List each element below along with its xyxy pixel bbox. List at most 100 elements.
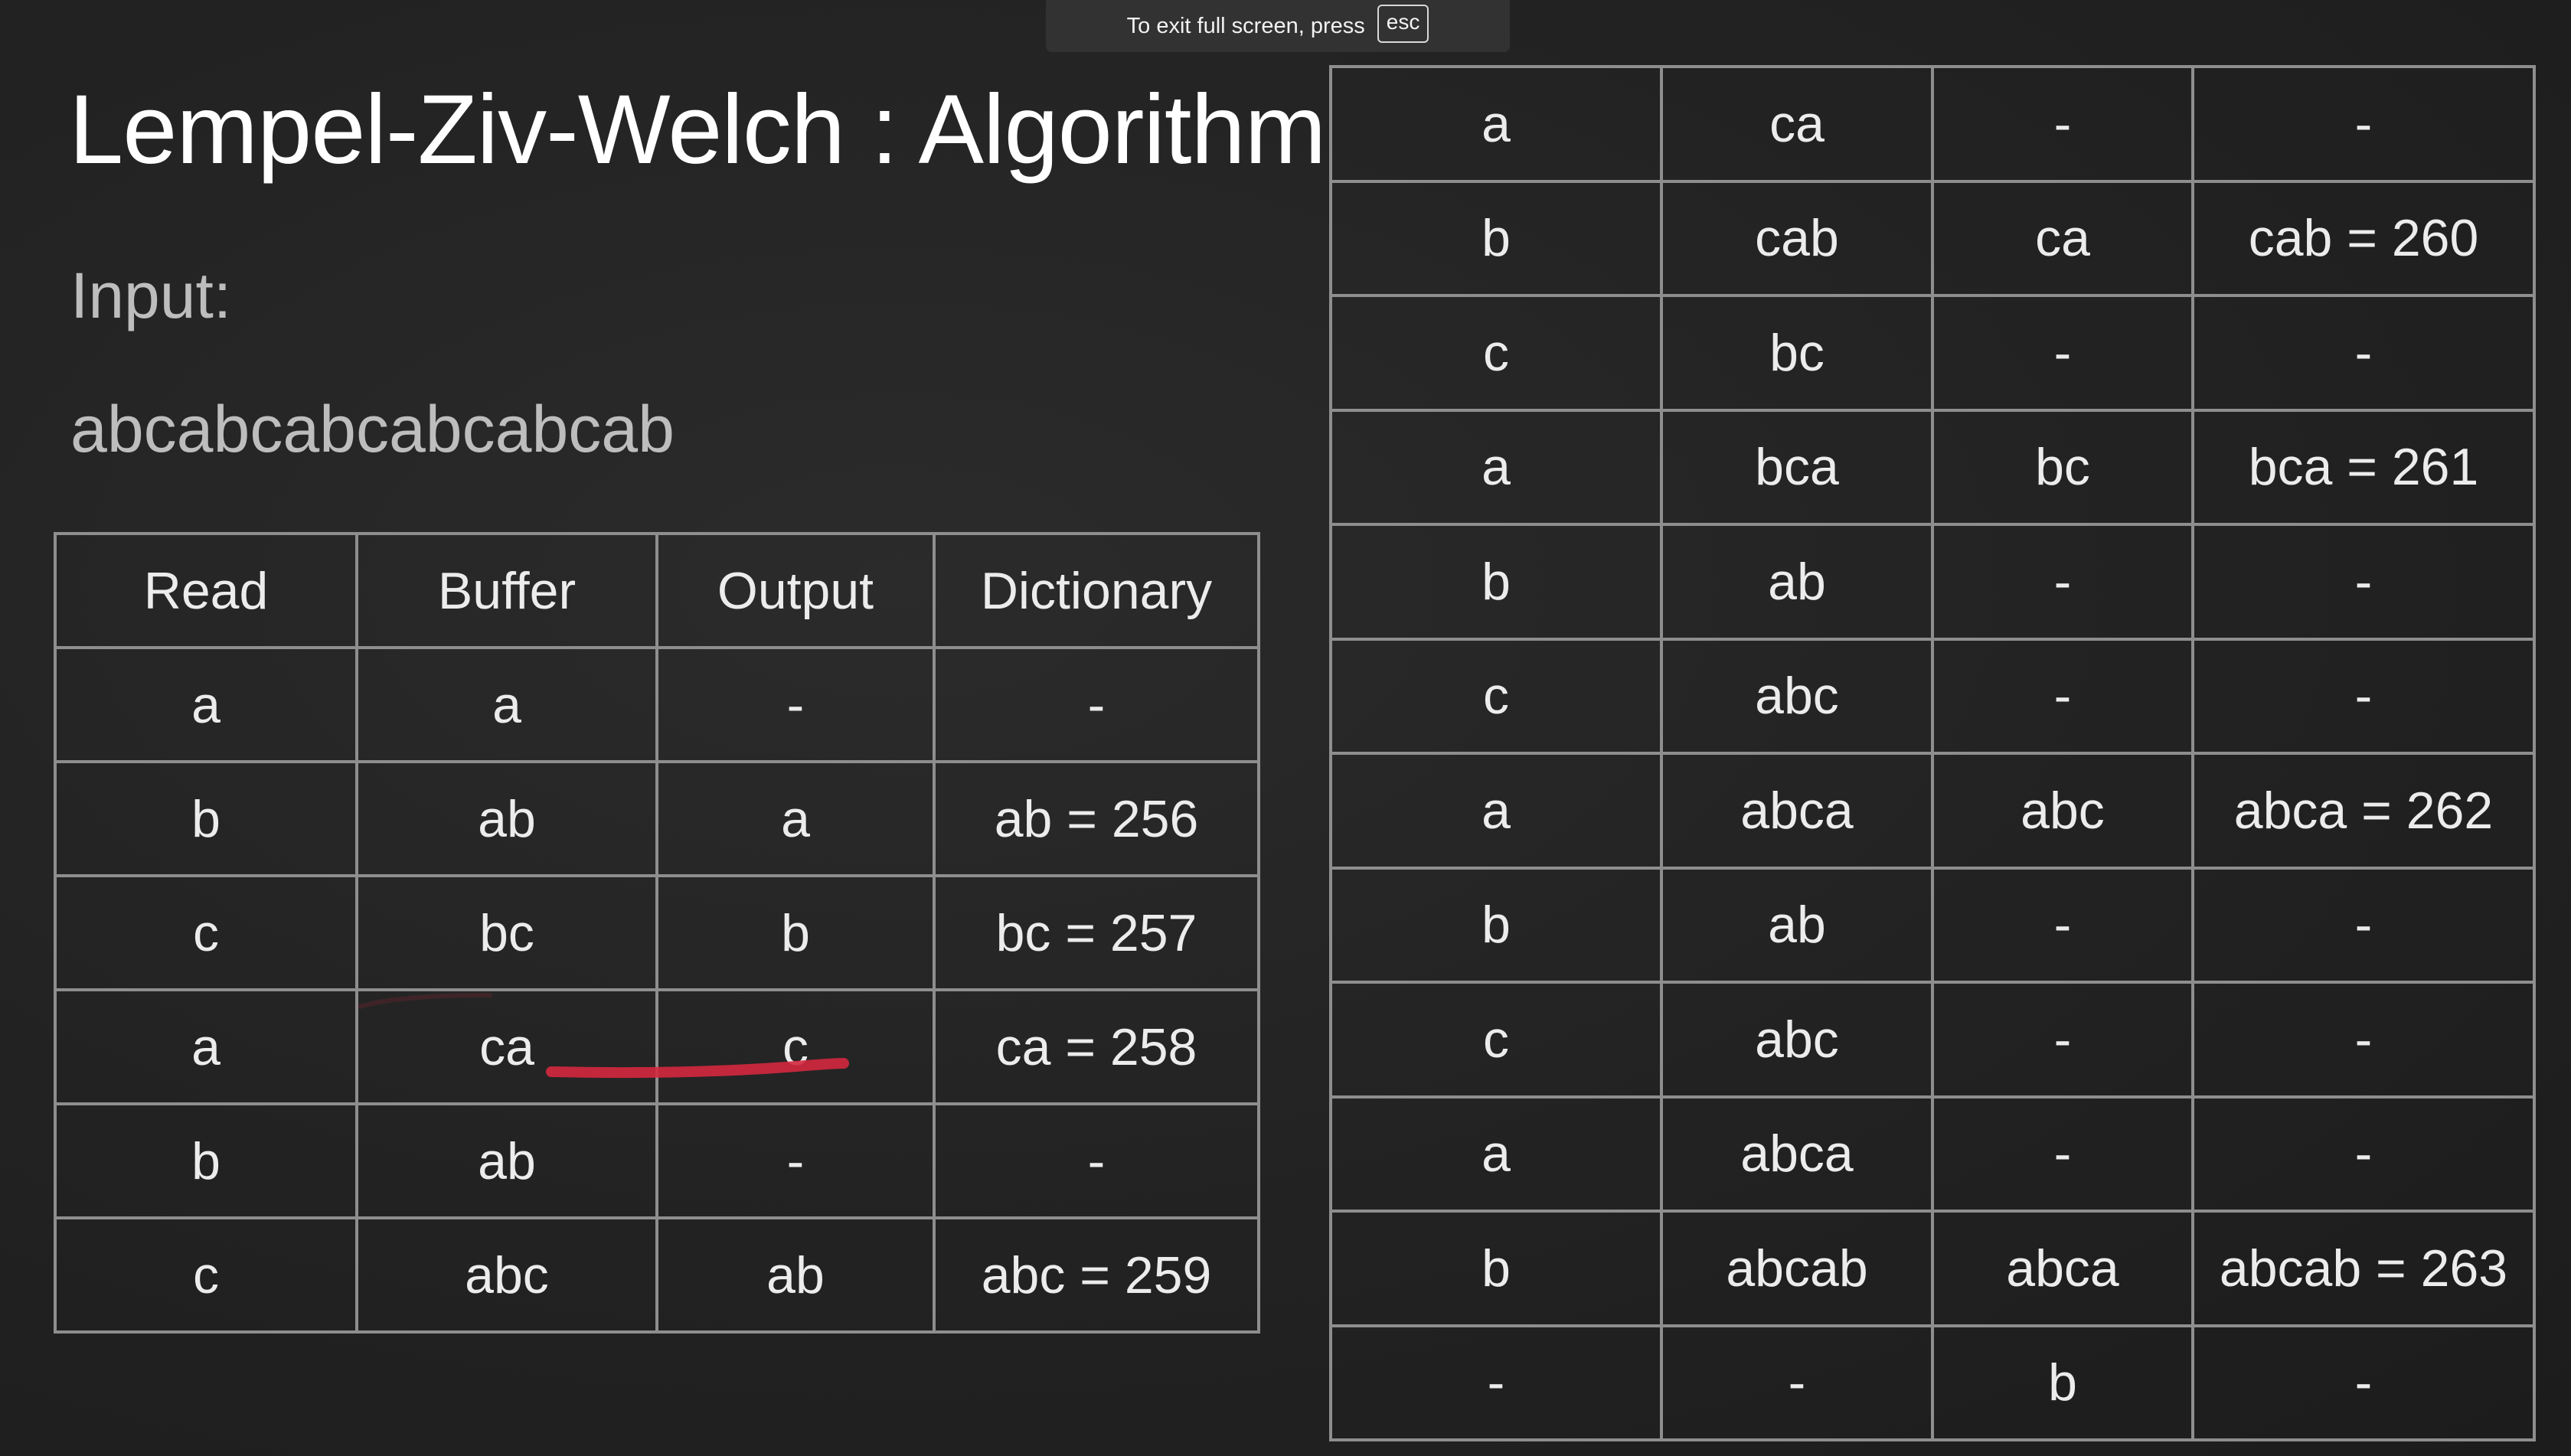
dictionary-cell: abcab = 263 xyxy=(2191,1210,2536,1327)
dictionary-cell: - xyxy=(2191,65,2536,183)
read-cell: b xyxy=(54,760,358,877)
dictionary-cell: - xyxy=(933,1102,1260,1219)
output-cell: ca xyxy=(1931,179,2194,297)
read-cell: c xyxy=(1329,981,1663,1099)
output-cell: b xyxy=(1931,1324,2194,1441)
read-cell: - xyxy=(1329,1324,1663,1441)
output-cell: - xyxy=(1931,523,2194,641)
header-buffer: Buffer xyxy=(355,532,658,649)
header-read: Read xyxy=(54,532,358,649)
fullscreen-exit-notice: To exit full screen, press esc xyxy=(1046,0,1510,52)
buffer-cell: abc xyxy=(1660,637,1934,755)
buffer-cell: abca xyxy=(1660,752,1934,870)
dictionary-cell: - xyxy=(2191,523,2536,641)
read-cell: c xyxy=(54,874,358,991)
output-cell: - xyxy=(1931,866,2194,984)
output-cell: - xyxy=(1931,637,2194,755)
input-label: Input: xyxy=(70,260,232,331)
buffer-cell: ab xyxy=(1660,866,1934,984)
read-cell: c xyxy=(1329,637,1663,755)
output-cell: - xyxy=(1931,981,2194,1099)
output-cell: - xyxy=(1931,1095,2194,1213)
buffer-cell: ca xyxy=(355,988,658,1105)
output-cell: abc xyxy=(1931,752,2194,870)
dictionary-cell: bca = 261 xyxy=(2191,408,2536,526)
buffer-cell: ab xyxy=(355,1102,658,1219)
output-cell: abca xyxy=(1931,1210,2194,1327)
dictionary-cell: abc = 259 xyxy=(933,1216,1260,1334)
buffer-cell: cab xyxy=(1660,179,1934,297)
read-cell: a xyxy=(54,988,358,1105)
read-cell: b xyxy=(1329,1210,1663,1327)
esc-key-badge[interactable]: esc xyxy=(1377,5,1429,43)
buffer-cell: ab xyxy=(1660,523,1934,641)
output-cell: b xyxy=(655,874,936,991)
buffer-cell: abc xyxy=(355,1216,658,1334)
read-cell: c xyxy=(54,1216,358,1334)
header-dictionary: Dictionary xyxy=(933,532,1260,649)
read-cell: b xyxy=(1329,179,1663,297)
slide-title: Lempel-Ziv-Welch : Algorithm xyxy=(69,75,1326,184)
dictionary-cell: bc = 257 xyxy=(933,874,1260,991)
read-cell: b xyxy=(1329,866,1663,984)
dictionary-cell: - xyxy=(2191,1095,2536,1213)
buffer-cell: ab xyxy=(355,760,658,877)
dictionary-cell: - xyxy=(2191,637,2536,755)
table-header-row: Read Buffer Output Dictionary xyxy=(54,532,1260,649)
input-string: abcabcabcabcabcab xyxy=(70,393,675,466)
dictionary-cell: - xyxy=(2191,294,2536,412)
output-cell: - xyxy=(655,1102,936,1219)
read-cell: a xyxy=(54,646,358,763)
read-cell: a xyxy=(1329,752,1663,870)
output-cell: ab xyxy=(655,1216,936,1334)
dictionary-cell: - xyxy=(2191,1324,2536,1441)
fullscreen-notice-text: To exit full screen, press xyxy=(1126,13,1365,38)
output-cell: - xyxy=(1931,65,2194,183)
output-cell: - xyxy=(1931,294,2194,412)
dictionary-cell: abca = 262 xyxy=(2191,752,2536,870)
dictionary-cell: ca = 258 xyxy=(933,988,1260,1105)
buffer-cell: bc xyxy=(355,874,658,991)
read-cell: b xyxy=(54,1102,358,1219)
dictionary-cell: ab = 256 xyxy=(933,760,1260,877)
output-cell: bc xyxy=(1931,408,2194,526)
table-row: --b- xyxy=(1329,1324,2536,1441)
buffer-cell: abca xyxy=(1660,1095,1934,1213)
read-cell: b xyxy=(1329,523,1663,641)
dictionary-cell: cab = 260 xyxy=(2191,179,2536,297)
buffer-cell: abc xyxy=(1660,981,1934,1099)
read-cell: a xyxy=(1329,408,1663,526)
buffer-cell: - xyxy=(1660,1324,1934,1441)
read-cell: a xyxy=(1329,65,1663,183)
buffer-cell: a xyxy=(355,646,658,763)
buffer-cell: bc xyxy=(1660,294,1934,412)
buffer-cell: bca xyxy=(1660,408,1934,526)
output-cell: - xyxy=(655,646,936,763)
read-cell: a xyxy=(1329,1095,1663,1213)
dictionary-cell: - xyxy=(2191,866,2536,984)
read-cell: c xyxy=(1329,294,1663,412)
dictionary-cell: - xyxy=(933,646,1260,763)
output-cell: c xyxy=(655,988,936,1105)
buffer-cell: ca xyxy=(1660,65,1934,183)
output-cell: a xyxy=(655,760,936,877)
